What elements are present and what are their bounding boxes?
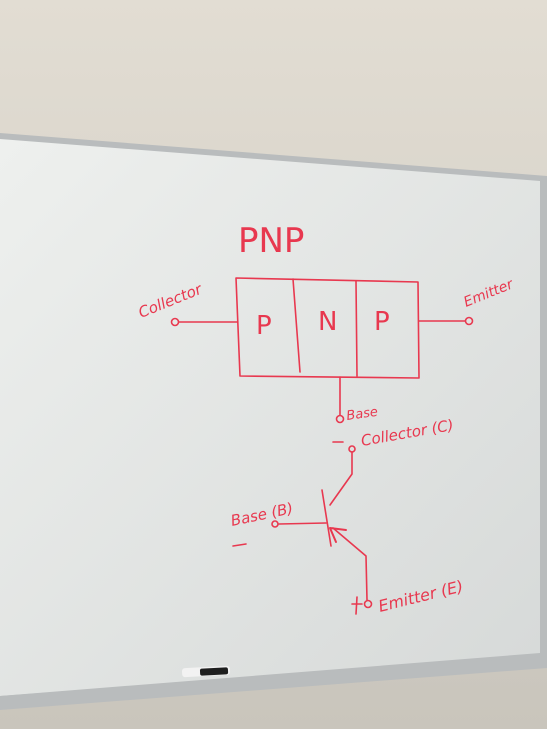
pnp-transistor-symbol-icon [232, 441, 373, 615]
terminal-circle-icon [335, 414, 345, 424]
marker-tray [0, 656, 547, 710]
whiteboard-surface [0, 139, 540, 696]
terminal-circle-icon [170, 317, 180, 327]
region-divider-2 [355, 280, 358, 377]
region-label-p-right: P [374, 307, 390, 337]
region-label-p-left: P [256, 311, 272, 341]
region-label-n: N [318, 307, 337, 337]
whiteboard-marker-icon [181, 665, 231, 678]
diagram-title: PNP [238, 221, 304, 261]
base-terminal-label: Base [345, 405, 378, 424]
pnp-block-outline [235, 277, 420, 379]
terminal-circle-icon [464, 316, 474, 326]
region-divider-1 [292, 278, 301, 373]
